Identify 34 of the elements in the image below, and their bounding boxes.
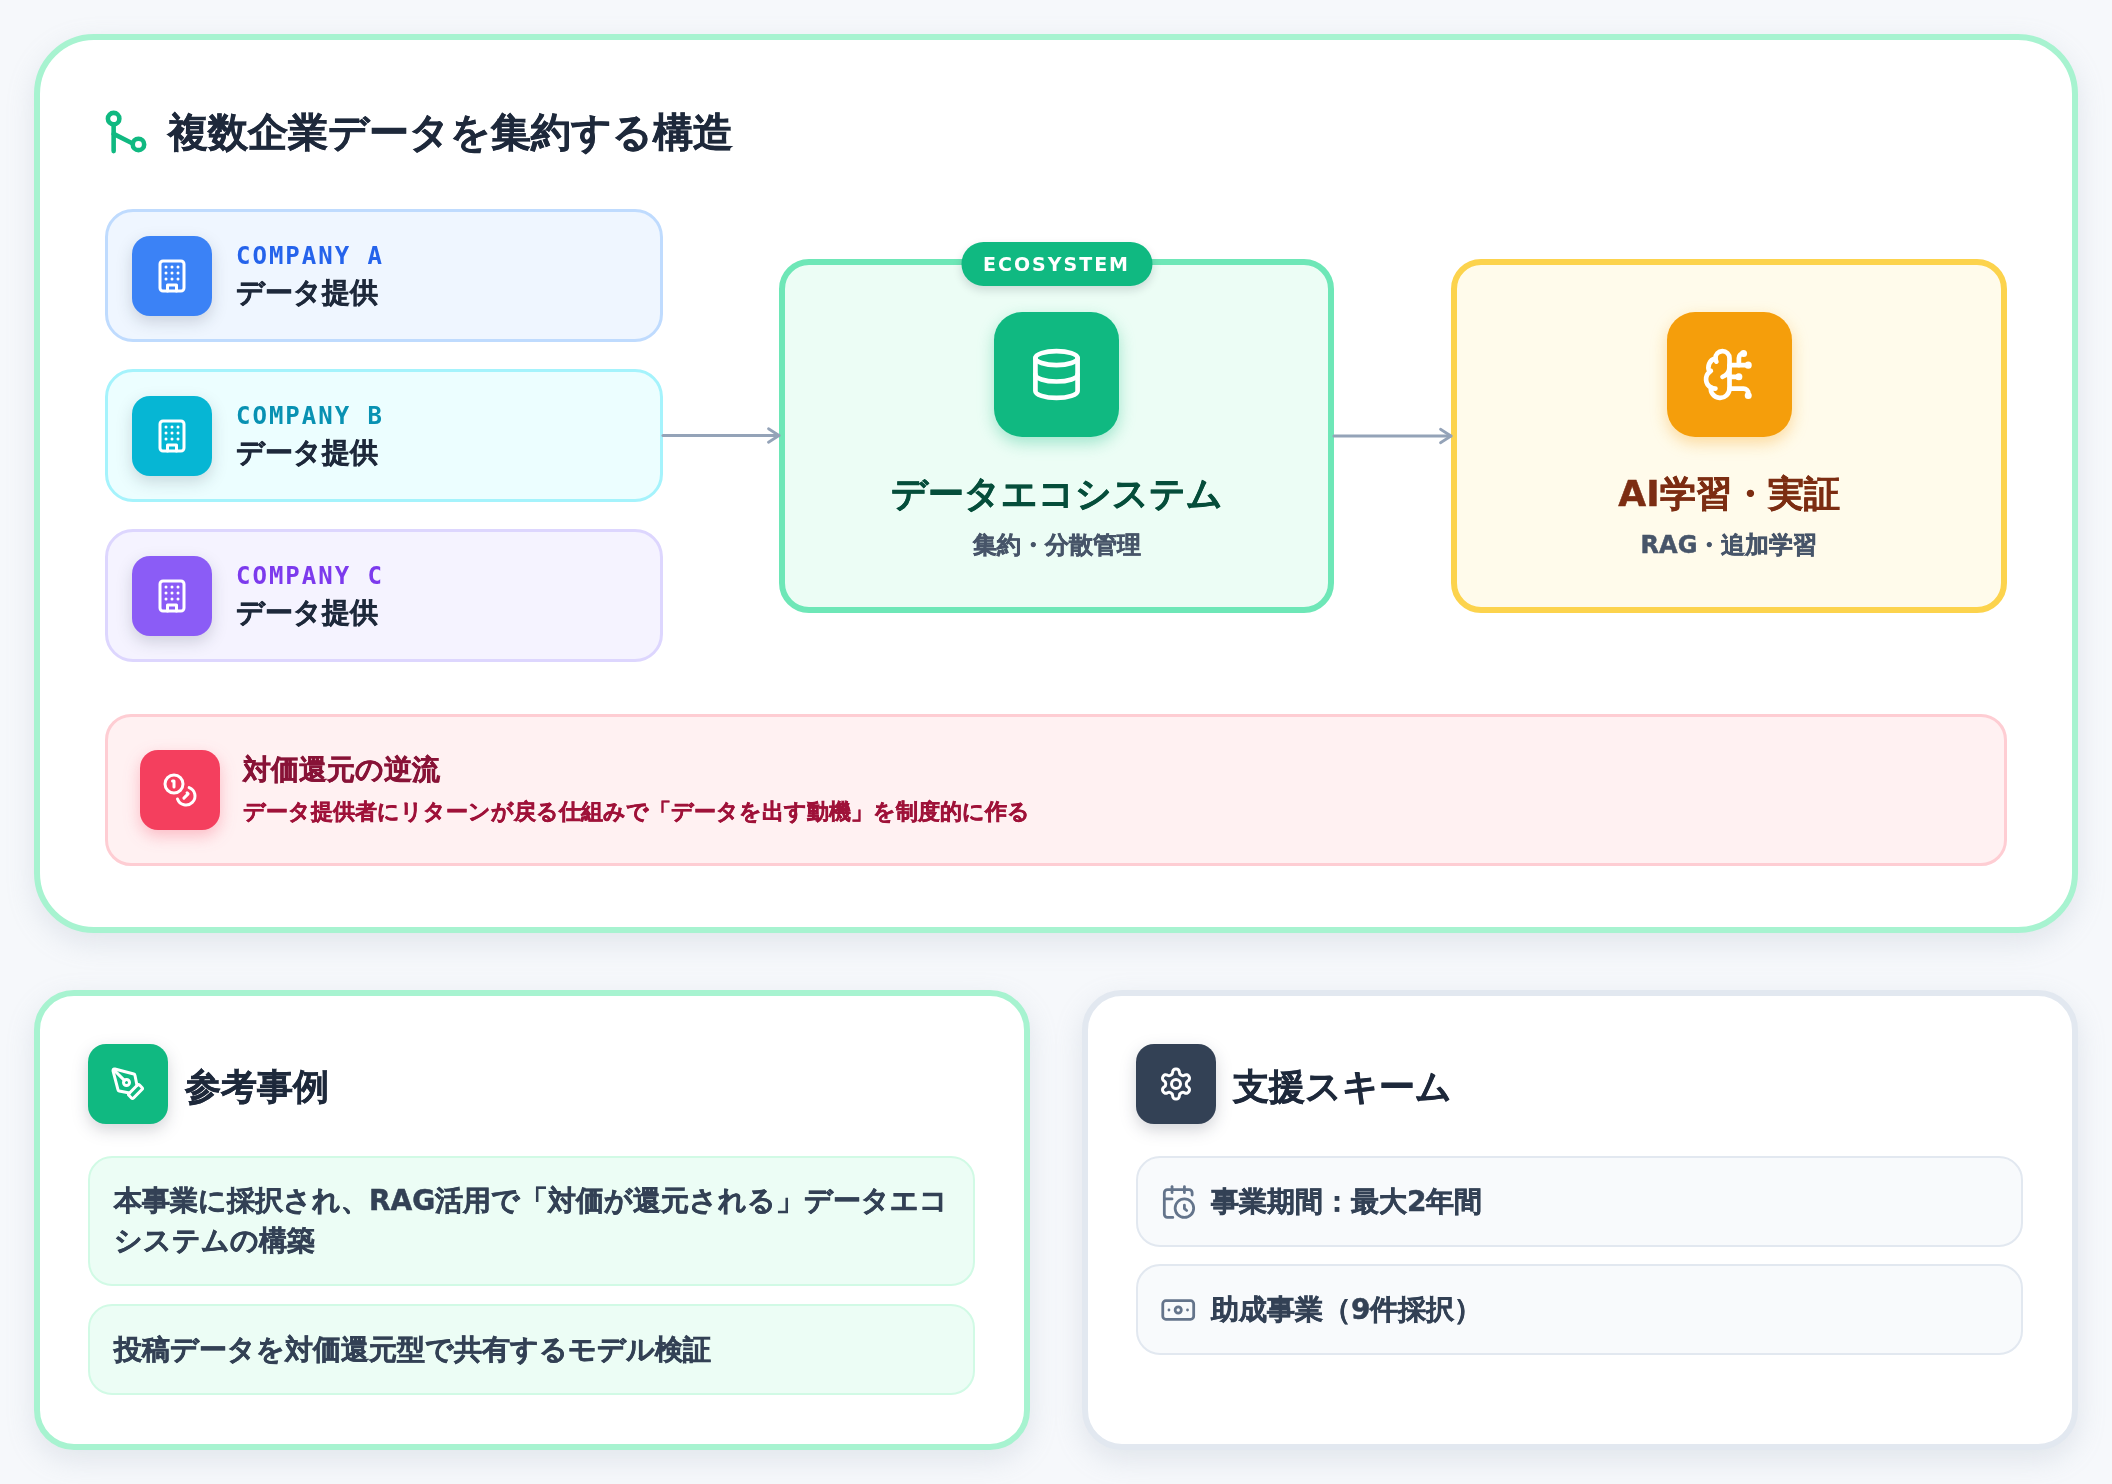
panel	[34, 34, 2078, 933]
info-row	[88, 1304, 975, 1395]
info-row	[1136, 1264, 2023, 1355]
arrow	[661, 427, 781, 444]
panel	[1082, 990, 2078, 1450]
company-label: COMPANY C	[236, 561, 385, 591]
stage-card	[1451, 259, 2007, 613]
card-subtitle: データ提供	[236, 595, 378, 631]
item-text: 助成事業（9件採択）	[1211, 1291, 1483, 1328]
card-subtitle: データ提供	[236, 435, 378, 471]
company-label: COMPANY B	[236, 401, 385, 431]
banner-text: データ提供者にリターンが戻る仕組みで「データを出す動機」を制度的に作る	[243, 798, 1030, 826]
info-row	[88, 1156, 975, 1286]
company-label: COMPANY A	[236, 241, 385, 271]
section-title: 参考事例	[185, 1064, 329, 1109]
section-title: 支援スキーム	[1233, 1064, 1452, 1109]
item-text: 事業期間：最大2年間	[1211, 1183, 1483, 1220]
card-title: AI学習・実証	[1618, 472, 1840, 516]
company-card	[105, 369, 663, 502]
item-text: 本事業に採択され、RAG活用で「対価が還元される」データエコシステムの構築	[114, 1183, 949, 1259]
card-subtitle: データ提供	[236, 275, 378, 311]
arrow	[1332, 427, 1453, 445]
card-title: データエコシステム	[890, 472, 1223, 516]
card-subtitle: 集約・分散管理	[972, 530, 1141, 561]
card-subtitle: RAG・追加学習	[1640, 530, 1818, 561]
tag: ECOSYSTEM	[960, 242, 1153, 286]
note-banner	[105, 714, 2007, 866]
banner-title: 対価還元の逆流	[243, 752, 440, 788]
panel	[34, 990, 1030, 1450]
company-card	[105, 209, 663, 342]
company-card	[105, 529, 663, 662]
item-text: 投稿データを対価還元型で共有するモデル検証	[114, 1331, 711, 1368]
info-row	[1136, 1156, 2023, 1247]
section-title: 複数企業データを集約する構造	[168, 108, 733, 157]
